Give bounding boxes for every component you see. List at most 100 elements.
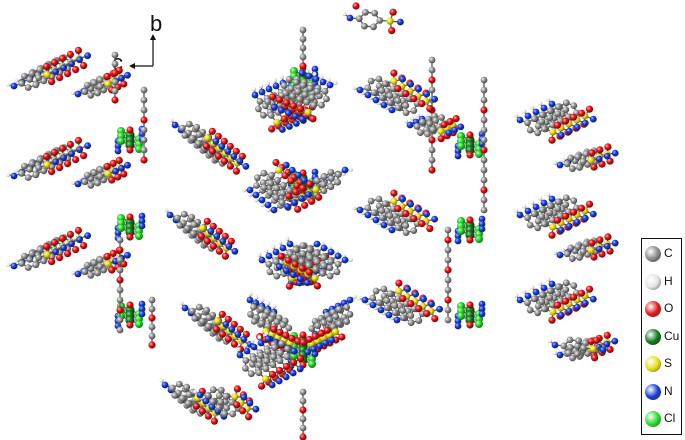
- atom-o: [66, 50, 74, 59]
- atom-o: [548, 136, 556, 144]
- atom-c: [264, 348, 271, 355]
- atom-o: [230, 340, 238, 348]
- atom-c: [370, 89, 378, 96]
- atom-h: [257, 335, 262, 340]
- atom-c: [554, 283, 562, 291]
- atom-n: [243, 347, 251, 355]
- atom-c: [87, 91, 95, 99]
- atom-h: [538, 196, 543, 201]
- atom-c: [111, 87, 119, 95]
- atom-c: [116, 296, 124, 304]
- atom-o: [394, 205, 402, 213]
- atom-n: [540, 284, 548, 292]
- atom-h: [326, 78, 331, 82]
- atom-c: [334, 178, 341, 186]
- atom-o: [548, 316, 556, 324]
- atom-c: [386, 212, 394, 220]
- atom-c: [576, 164, 583, 171]
- atom-c: [320, 262, 328, 270]
- atom-o: [284, 256, 292, 264]
- atom-h: [514, 113, 519, 118]
- atom-c: [328, 175, 335, 182]
- atom-n: [573, 218, 581, 226]
- atom-n: [369, 301, 377, 309]
- atom-o: [116, 276, 124, 284]
- atom-o: [585, 200, 594, 208]
- atom-h: [250, 339, 255, 344]
- atom-c: [554, 103, 562, 111]
- atom-c: [565, 349, 572, 357]
- atom-c: [299, 44, 307, 52]
- atom-c: [326, 316, 334, 323]
- atom-n: [60, 244, 67, 252]
- legend-swatch-h: [645, 273, 661, 290]
- atom-c: [402, 222, 410, 230]
- atom-o: [58, 54, 66, 63]
- atom-n: [319, 78, 327, 86]
- atom-c: [111, 78, 119, 86]
- atom-h: [6, 172, 11, 177]
- atom-c: [320, 319, 328, 326]
- atom-n: [581, 214, 589, 222]
- atom-o: [282, 331, 290, 339]
- atom-h: [259, 84, 264, 89]
- atom-c: [272, 258, 280, 266]
- atom-c: [364, 204, 372, 212]
- atom-n: [451, 126, 459, 134]
- atom-s: [43, 71, 51, 79]
- atom-c: [378, 214, 386, 222]
- atom-c: [361, 22, 368, 30]
- atom-h: [260, 298, 265, 303]
- atom-c: [320, 187, 328, 195]
- atom-c: [292, 246, 300, 254]
- atom-o: [548, 231, 556, 239]
- atom-n: [294, 171, 302, 179]
- atom-n: [252, 191, 260, 199]
- atom-h: [70, 90, 75, 95]
- atom-c: [541, 220, 548, 228]
- legend-item-cl: Cl: [645, 408, 681, 430]
- atom-n: [557, 226, 565, 234]
- atom-c: [217, 386, 225, 394]
- atom-c: [301, 91, 309, 98]
- atom-o: [111, 69, 119, 77]
- atom-s: [311, 274, 319, 282]
- atom-s: [104, 170, 112, 178]
- atom-c: [438, 114, 445, 121]
- atom-o: [42, 152, 51, 160]
- atom-h: [319, 75, 324, 79]
- atom-n: [288, 166, 296, 174]
- atom-c: [140, 136, 148, 144]
- atom-n: [372, 96, 380, 104]
- atom-cl: [475, 320, 483, 328]
- atom-c: [402, 229, 410, 237]
- atom-n: [114, 147, 122, 155]
- atom-o: [209, 242, 217, 250]
- atom-n: [236, 351, 244, 359]
- atom-h: [248, 292, 253, 297]
- atom-o: [42, 242, 51, 250]
- atom-c: [306, 246, 314, 254]
- atom-c: [402, 109, 410, 116]
- atom-h: [530, 105, 535, 110]
- atom-h: [342, 12, 347, 17]
- atom-s: [231, 393, 239, 401]
- atom-n: [454, 152, 462, 160]
- atom-c: [320, 181, 327, 188]
- atom-c: [541, 125, 548, 133]
- atom-n: [516, 211, 524, 219]
- atom-s: [549, 308, 557, 316]
- atom-n: [428, 300, 435, 308]
- atom-c: [271, 344, 278, 351]
- atom-n: [327, 248, 335, 256]
- atom-o: [275, 366, 284, 374]
- atom-o: [577, 289, 586, 297]
- atom-o: [423, 310, 431, 318]
- atom-h: [530, 285, 535, 290]
- atom-o: [466, 216, 474, 224]
- atom-c: [96, 83, 104, 90]
- atom-c: [569, 165, 576, 173]
- atom-c: [428, 86, 436, 94]
- atom-n: [207, 227, 215, 235]
